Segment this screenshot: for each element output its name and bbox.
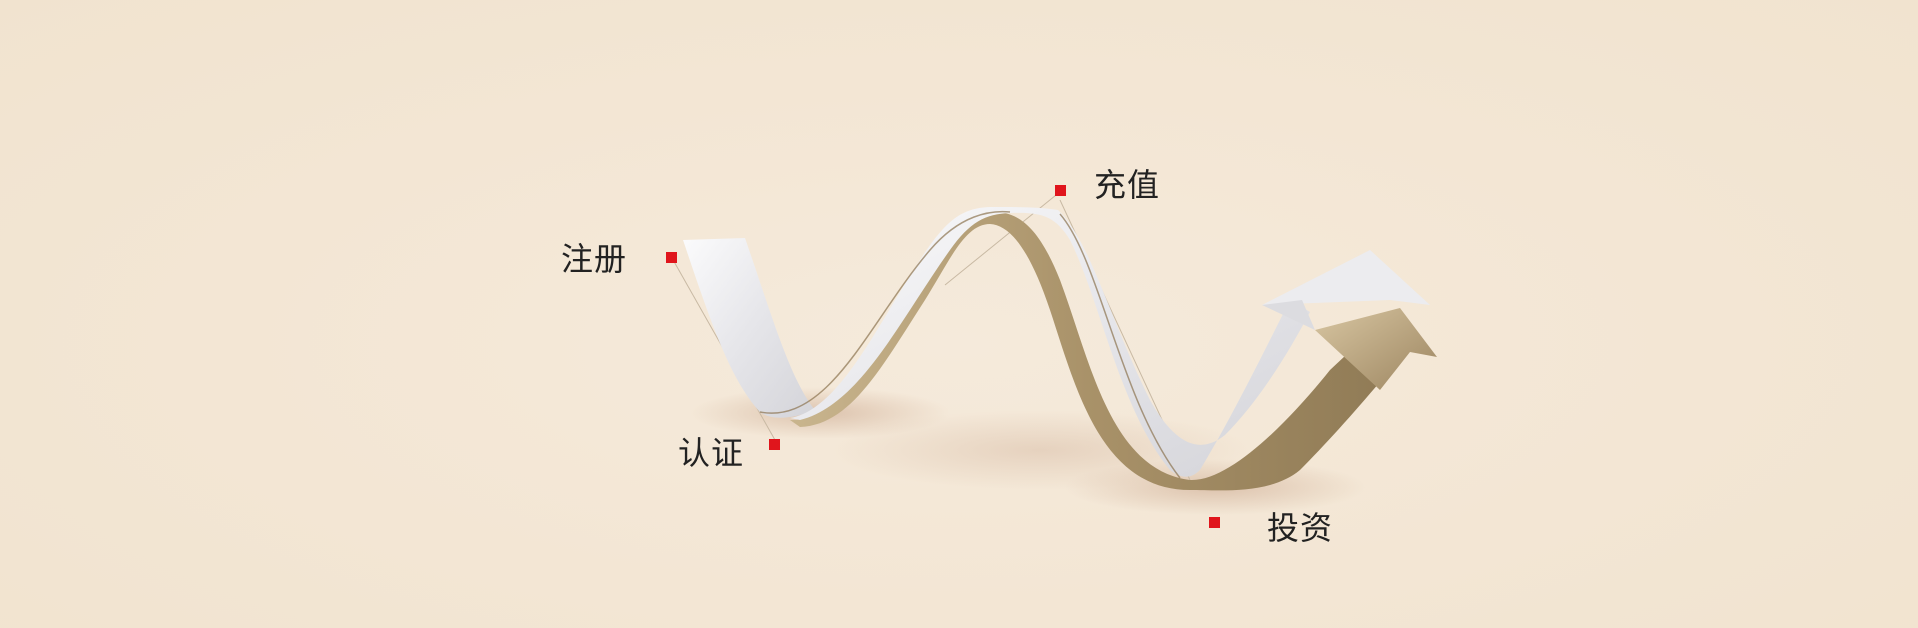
step-marker-verify (769, 439, 780, 450)
step-label-recharge: 充值 (1094, 166, 1161, 204)
step-label-invest: 投资 (1267, 509, 1334, 547)
step-label-verify: 认证 (678, 434, 745, 472)
ribbon-front-wave (790, 207, 1310, 477)
upward-arrow-icon (1262, 250, 1437, 390)
step-marker-register (666, 252, 677, 263)
step-label-register: 注册 (561, 240, 628, 278)
leader-line-recharge (944, 190, 1062, 286)
step-marker-recharge (1055, 185, 1066, 196)
ribbon-front-side (683, 238, 815, 418)
ribbon-edge-line-2 (1059, 213, 1181, 479)
step-marker-invest (1209, 517, 1220, 528)
ribbon-edge-line (759, 210, 1011, 414)
